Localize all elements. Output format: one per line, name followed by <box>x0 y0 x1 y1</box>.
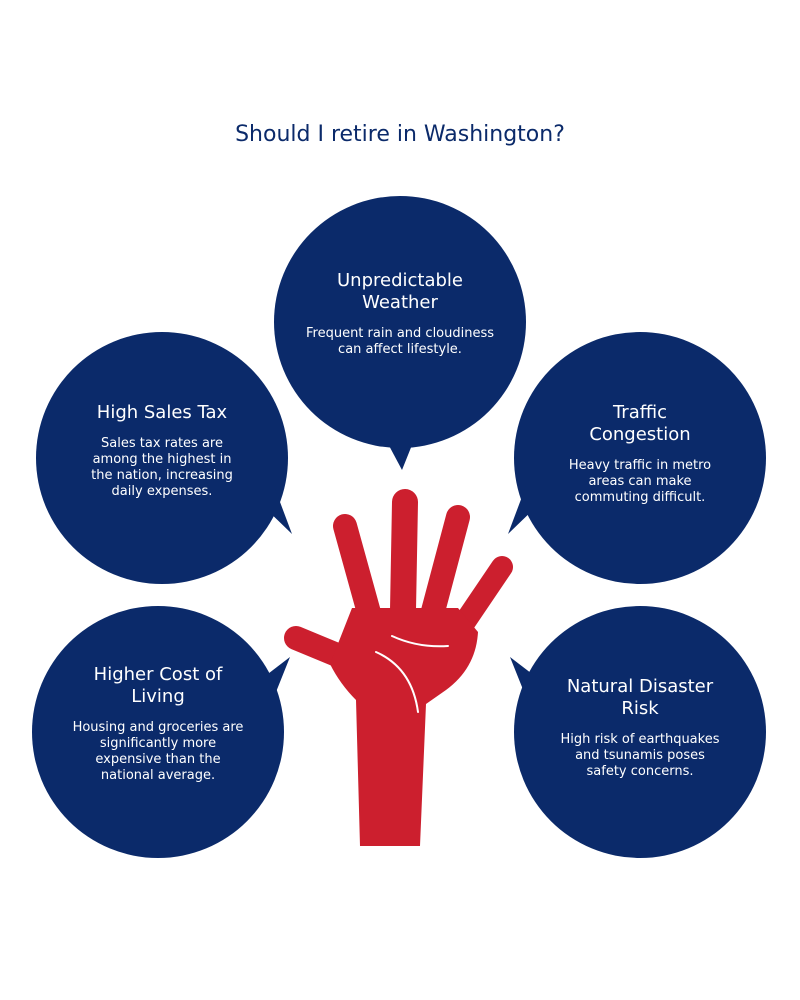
page-title: Should I retire in Washington? <box>235 122 565 147</box>
bubble-disaster <box>510 606 766 858</box>
bubble-sales-tax-body: Sales tax rates are among the highest in… <box>91 436 233 499</box>
bubble-disaster-heading: Natural Disaster Risk <box>566 676 714 719</box>
bubble-traffic-body: Heavy traffic in metro areas can make co… <box>568 458 712 505</box>
bubble-disaster-text: Natural Disaster Risk High risk of earth… <box>560 676 720 780</box>
bubble-traffic-heading: Traffic Congestion <box>589 402 691 445</box>
bubble-cost-of-living-body: Housing and groceries are significantly … <box>72 720 244 783</box>
bubble-sales-tax <box>36 332 292 584</box>
bubble-weather <box>274 196 526 470</box>
bubble-weather-heading: Unpredictable Weather <box>337 270 463 313</box>
raised-hand-icon <box>284 489 513 846</box>
bubble-cost-of-living <box>32 606 290 858</box>
bubble-traffic-text: Traffic Congestion Heavy traffic in metr… <box>565 402 715 506</box>
bubble-weather-text: Unpredictable Weather Frequent rain and … <box>300 270 500 358</box>
bubble-sales-tax-heading: High Sales Tax <box>96 402 228 423</box>
bubble-sales-tax-text: High Sales Tax Sales tax rates are among… <box>82 402 242 500</box>
bubble-cost-of-living-text: Higher Cost of Living Housing and grocer… <box>68 664 248 784</box>
bubble-cost-of-living-heading: Higher Cost of Living <box>93 664 223 707</box>
bubble-disaster-body: High risk of earthquakes and tsunamis po… <box>560 732 720 779</box>
bubble-traffic <box>508 332 766 584</box>
bubble-weather-body: Frequent rain and cloudiness can affect … <box>305 326 495 357</box>
